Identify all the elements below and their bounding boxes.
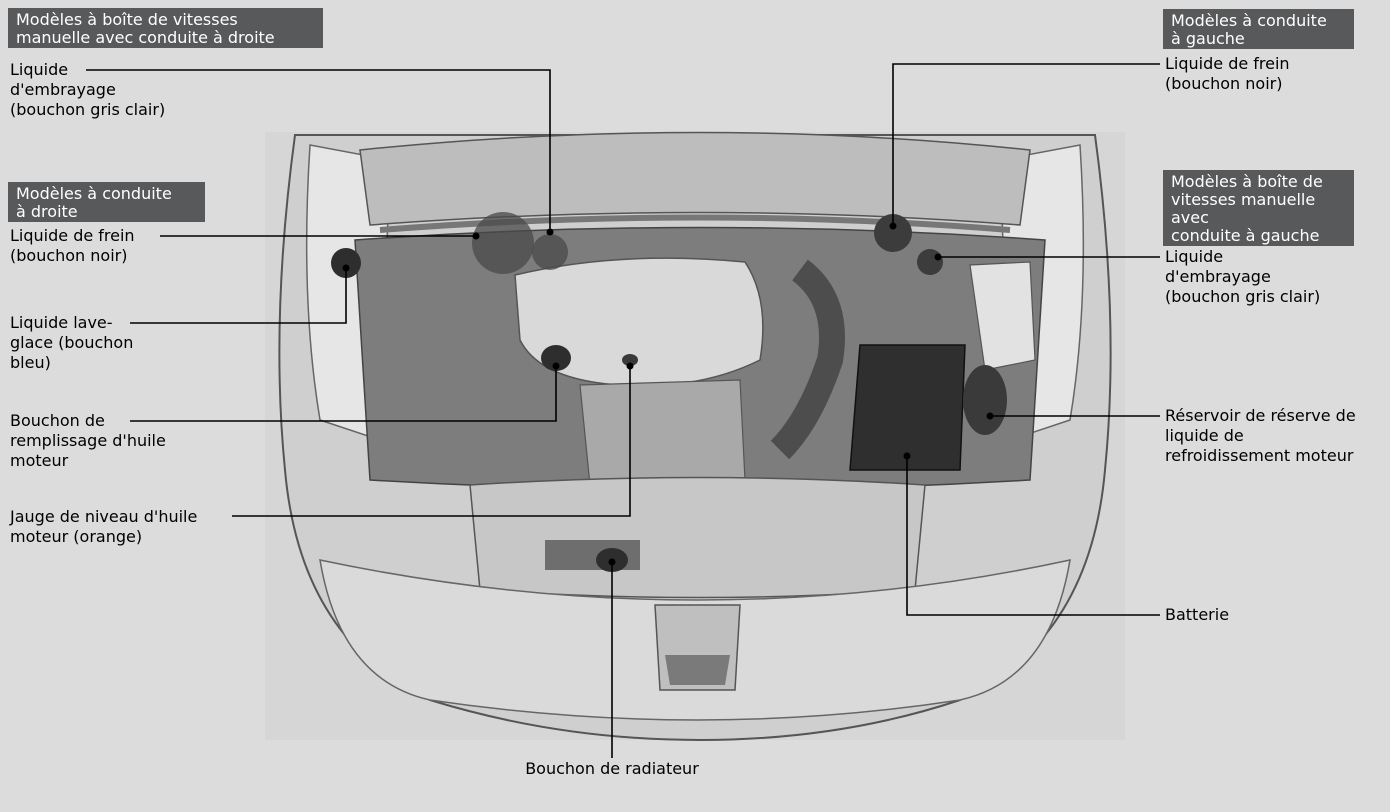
label-clutch-fluid-right: Liquide d'embrayage (bouchon gris clair): [1165, 247, 1321, 306]
dot-brake-right: [889, 222, 897, 230]
badge-rhd-manual: Modèles à boîte de vitesses manuelle ave…: [8, 8, 323, 48]
dot-oil-filler: [552, 362, 560, 370]
engine-cover: [514, 257, 764, 387]
radiator-support: [469, 476, 926, 599]
cowl: [359, 131, 1031, 226]
label-battery: Batterie: [1165, 605, 1230, 624]
label-radiator-cap: Bouchon de radiateur: [525, 759, 699, 778]
clutch-reservoir-rhd-highlight: [532, 234, 568, 270]
dot-brake-left: [472, 232, 480, 240]
washer-cap: [331, 248, 361, 278]
wiper-bar: [379, 214, 1011, 233]
battery-shape: [849, 344, 966, 471]
clutch-reservoir-lhd: [917, 249, 943, 275]
leader-brake-right: [892, 63, 1160, 226]
leader-clutch-left: [86, 69, 551, 232]
badge-lhd-manual: Modèles à boîte de vitesses manuelle ave…: [1163, 170, 1354, 246]
dot-radiator: [608, 558, 616, 566]
leader-dipstick: [232, 366, 631, 517]
label-brake-fluid-left: Liquide de frein (bouchon noir): [10, 226, 135, 265]
dot-dipstick: [626, 362, 634, 370]
label-oil-filler-cap: Bouchon de remplissage d'huile moteur: [10, 411, 166, 470]
label-washer-fluid: Liquide lave- glace (bouchon bleu): [10, 313, 134, 372]
leader-battery: [906, 456, 1160, 616]
label-brake-fluid-right: Liquide de frein (bouchon noir): [1165, 54, 1290, 93]
coolant-reservoir-shape: [963, 365, 1007, 435]
dot-coolant: [986, 412, 994, 420]
dipstick-handle: [622, 354, 638, 366]
label-oil-dipstick: Jauge de niveau d'huile moteur (orange): [10, 507, 198, 546]
badge-lhd: Modèles à conduite à gauche: [1163, 9, 1354, 49]
dot-battery: [903, 452, 911, 460]
engine-block: [579, 379, 746, 486]
dot-clutch-right: [934, 253, 942, 261]
label-coolant-reservoir: Réservoir de réserve de liquide de refro…: [1165, 406, 1356, 465]
brake-reservoir-rhd-highlight: [472, 212, 534, 274]
fuse-box: [969, 261, 1036, 371]
dot-clutch-left: [546, 228, 554, 236]
tow-hook-cover: [665, 655, 730, 685]
leader-washer: [130, 268, 347, 324]
brake-reservoir-lhd: [874, 214, 912, 252]
dot-washer: [342, 264, 350, 272]
label-clutch-fluid-left: Liquide d'embrayage (bouchon gris clair): [10, 60, 166, 119]
badge-rhd: Modèles à conduite à droite: [8, 182, 205, 222]
leader-oil-filler: [130, 366, 557, 422]
oil-filler-cap-shape: [541, 345, 571, 371]
intake-hose: [770, 259, 845, 460]
